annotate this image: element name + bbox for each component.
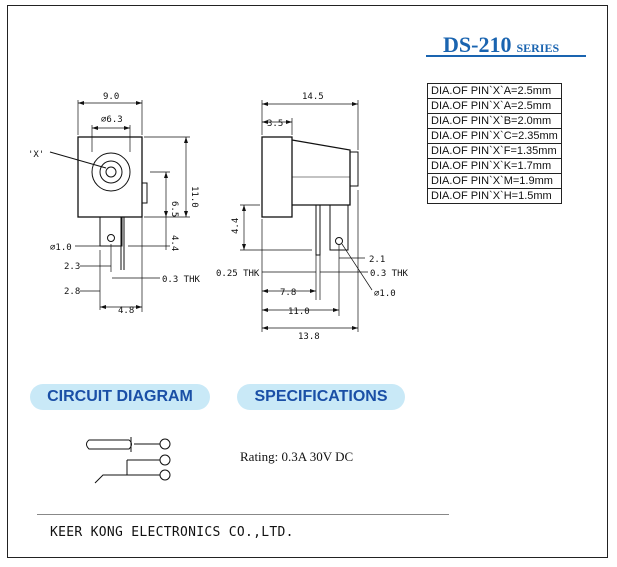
dim-width: 9.0 [103, 92, 119, 102]
dim-2-8: 2.8 [64, 287, 80, 297]
dim-diameter: ∅6.3 [101, 115, 123, 125]
model-name: DS-210 [443, 32, 512, 57]
center-pin [105, 166, 117, 178]
footer-divider [37, 514, 449, 515]
terminal-hole [107, 234, 115, 242]
front-view [49, 100, 190, 312]
table-cell: DIA.OF PIN`X`F=1.35mm [427, 143, 562, 159]
pin-x-leader [49, 151, 107, 169]
circuit-schematic [86, 437, 171, 484]
series-title: DS-210 SERIES [443, 32, 559, 58]
dim-thickness: 0.3 THK [162, 275, 201, 285]
dim-4-8: 4.8 [118, 306, 134, 316]
terminal-sleeve [159, 454, 171, 466]
dim-side-pin-length: 4.4 [231, 218, 241, 234]
table-cell: DIA.OF PIN`X`A=2.5mm [427, 83, 562, 99]
pin-diameter-table: DIA.OF PIN`X`A=2.5mm DIA.OF PIN`X`A=2.5m… [427, 83, 562, 204]
dim-hole: ∅1.0 [50, 243, 72, 253]
dim-height-inner: 6.5 [169, 201, 179, 217]
dim-2-3: 2.3 [64, 262, 80, 272]
side-barrel [291, 139, 351, 206]
dim-3-5: 3.5 [267, 119, 283, 129]
dim-0-25-thk: 0.25 THK [216, 269, 260, 279]
circuit-diagram-heading: CIRCUIT DIAGRAM [30, 384, 210, 410]
drawing-frame [7, 5, 608, 558]
dim-7-8: 7.8 [280, 288, 296, 298]
hole-leader [341, 243, 373, 291]
table-row: DIA.OF PIN`X`A=2.5mm [427, 98, 562, 114]
jack-inner-ring [99, 160, 123, 184]
company-name: KEER KONG ELECTRONICS CO.,LTD. [50, 525, 294, 540]
side-view [240, 100, 373, 332]
dim-11-0: 11.0 [288, 307, 310, 317]
title-underline [426, 55, 586, 57]
table-row: DIA.OF PIN`X`M=1.9mm [427, 173, 562, 189]
jack-outer-ring [91, 152, 131, 192]
dim-height: 11.0 [189, 186, 199, 208]
plug-pin-symbol [86, 439, 132, 450]
table-cell: DIA.OF PIN`X`H=1.5mm [427, 188, 562, 204]
side-flange [261, 136, 293, 218]
side-pin-front [315, 205, 321, 256]
dim-0-3-thk: 0.3 THK [370, 269, 409, 279]
dim-length: 14.5 [302, 92, 324, 102]
side-pin-rear [329, 205, 349, 251]
series-label: SERIES [516, 41, 560, 55]
rear-contact [349, 151, 359, 187]
dim-side-hole: ∅1.0 [374, 289, 396, 299]
terminal-center [159, 438, 171, 450]
table-row: DIA.OF PIN`X`F=1.35mm [427, 143, 562, 159]
specifications-heading: SPECIFICATIONS [237, 384, 405, 410]
pin-x-label: 'X' [28, 150, 44, 160]
front-side-tab [141, 182, 148, 204]
table-row: DIA.OF PIN`X`H=1.5mm [427, 188, 562, 204]
rating-text: Rating: 0.3A 30V DC [240, 449, 354, 464]
terminal-switch [159, 469, 171, 481]
side-pin-hole [335, 237, 343, 245]
front-body-outline [77, 136, 143, 218]
arrowhead [262, 120, 292, 124]
table-row: DIA.OF PIN`X`A=2.5mm [427, 83, 562, 99]
wire-switch [94, 460, 128, 484]
dim-pin-length: 4.4 [169, 235, 179, 251]
dim-13-8: 13.8 [298, 332, 320, 342]
table-cell: DIA.OF PIN`X`A=2.5mm [427, 98, 562, 114]
arrowhead [262, 289, 316, 293]
table-cell: DIA.OF PIN`X`M=1.9mm [427, 173, 562, 189]
dim-2-1: 2.1 [369, 255, 385, 265]
